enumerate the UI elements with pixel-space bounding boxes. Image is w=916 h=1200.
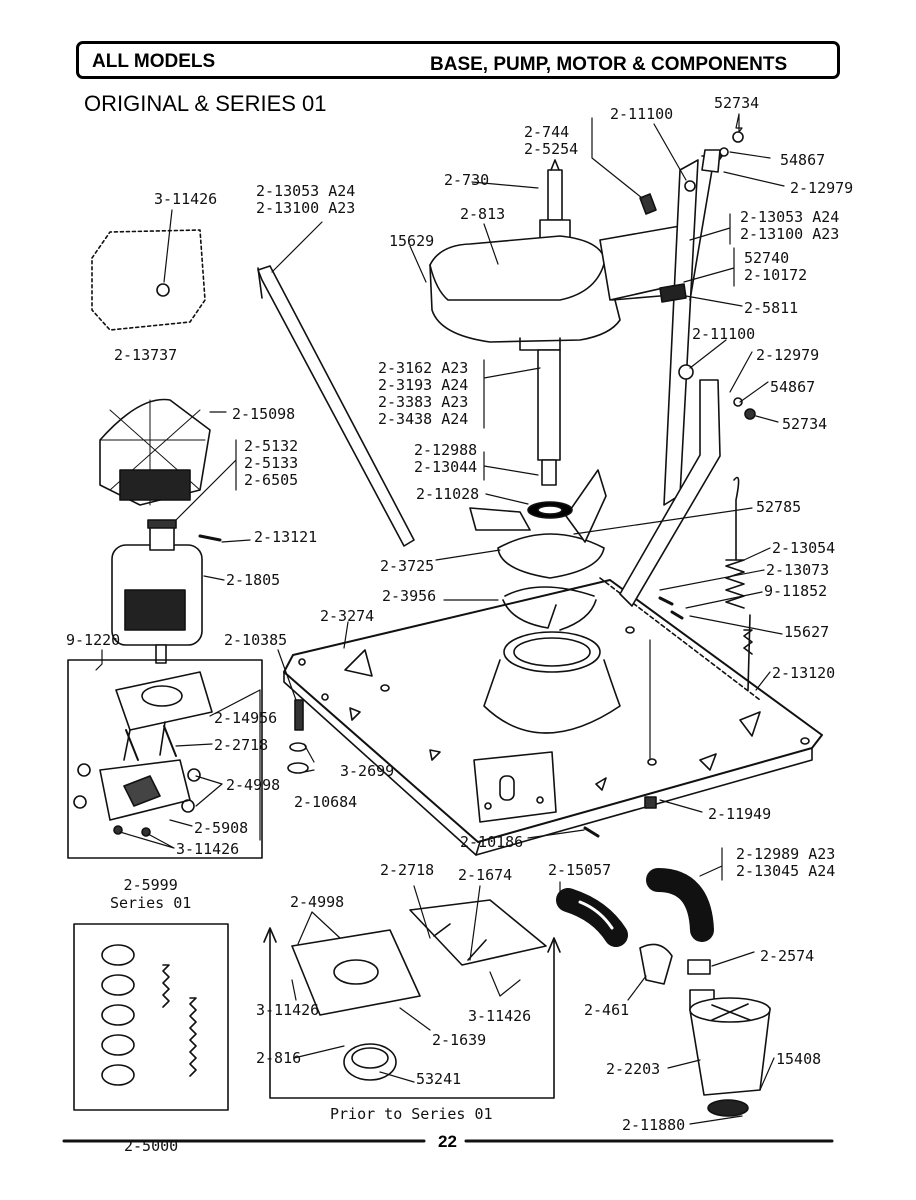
- part-label: 2-1639: [432, 1031, 487, 1049]
- base-plate: [283, 577, 823, 856]
- part-label: 2-816: [256, 1049, 302, 1067]
- part-label: 2-10385: [224, 631, 288, 649]
- part-label: 2-461: [584, 1001, 630, 1019]
- part-label: 15627: [784, 623, 830, 641]
- part-label: 2-2203: [606, 1060, 661, 1078]
- kit-box: [73, 923, 229, 1111]
- header-box: [76, 41, 840, 79]
- part-label: 2-4998: [290, 893, 345, 911]
- part-label: 53241: [416, 1070, 462, 1088]
- part-label: 2-12988 2-13044: [414, 441, 478, 476]
- part-label: 2-13053 A24 2-13100 A23: [256, 182, 356, 217]
- part-label: 2-11949: [708, 805, 772, 823]
- part-label: 3-11426: [468, 1007, 532, 1025]
- part-label: 54867: [780, 151, 826, 169]
- part-label: 52785: [756, 498, 802, 516]
- part-label: 3-11426: [176, 840, 240, 858]
- part-label: 3-2699: [340, 762, 395, 780]
- part-label: 3-11426: [154, 190, 218, 208]
- motor-cover: [91, 229, 206, 331]
- part-label: 3-11426: [256, 1001, 320, 1019]
- part-label: 2-12979: [756, 346, 820, 364]
- part-label: 2-2718: [380, 861, 435, 879]
- brake-assembly: [469, 469, 607, 579]
- part-label: 2-4998: [226, 776, 281, 794]
- caption-prior-series: Prior to Series 01: [330, 1105, 493, 1123]
- part-label: 2-12989 A23 2-13045 A24: [736, 845, 836, 880]
- caption-kit: 2-5000: [124, 1137, 179, 1155]
- page-number: 22: [438, 1132, 457, 1151]
- header-models: ALL MODELS: [92, 51, 216, 72]
- part-label: 2-13053 A24 2-13100 A23: [740, 208, 840, 243]
- subtitle: ORIGINAL & SERIES 01: [84, 91, 327, 116]
- part-label: 52734: [782, 415, 828, 433]
- part-label: 2-730: [444, 171, 490, 189]
- part-label: 54867: [770, 378, 816, 396]
- part-label: 2-744 2-5254: [524, 123, 579, 158]
- part-label: 52734: [714, 94, 760, 112]
- part-label: 2-5811: [744, 299, 799, 317]
- transmission: [429, 159, 691, 486]
- motor-shield: [99, 398, 211, 506]
- part-label: 2-13737: [114, 346, 178, 364]
- part-label: 9-11852: [764, 582, 828, 600]
- part-label: 2-15098: [232, 405, 296, 423]
- part-label: 2-1805: [226, 571, 281, 589]
- part-label: 2-11880: [622, 1116, 686, 1134]
- hoses: [556, 868, 714, 947]
- part-label: 2-2574: [760, 947, 815, 965]
- part-label: 2-5132 2-5133 2-6505: [244, 437, 299, 489]
- part-label: 2-12979: [790, 179, 854, 197]
- part-label: 2-3162 A23 2-3193 A24 2-3383 A23 2-3438 …: [378, 359, 469, 428]
- part-label: 2-13073: [766, 561, 830, 579]
- leader-lines: [95, 113, 785, 1125]
- part-label: 2-13120: [772, 664, 836, 682]
- hardware: [113, 131, 756, 838]
- part-label: 2-813: [460, 205, 506, 223]
- part-label: 2-11100: [610, 105, 674, 123]
- pump: [639, 943, 771, 1117]
- frame-brackets: [257, 155, 723, 607]
- part-label: 2-11100: [692, 325, 756, 343]
- part-label: 2-14956: [214, 709, 278, 727]
- seal-ring: [502, 586, 597, 631]
- base-cone: [483, 631, 621, 734]
- part-label: 9-1220: [66, 631, 121, 649]
- part-label: 2-2718: [214, 736, 269, 754]
- part-label: 2-3274: [320, 607, 375, 625]
- part-label: 2-13121: [254, 528, 318, 546]
- motor-mount-box: [67, 659, 263, 859]
- part-label: 2-10684: [294, 793, 358, 811]
- part-label: 2-13054: [772, 539, 836, 557]
- part-label: 2-3956: [382, 587, 437, 605]
- part-label: 15408: [776, 1050, 822, 1068]
- part-label: 2-15057: [548, 861, 612, 879]
- header-section-title: BASE, PUMP, MOTOR & COMPONENTS: [430, 54, 788, 75]
- part-label: 2-3725: [380, 557, 435, 575]
- prior-series-box: [263, 899, 561, 1099]
- part-label: 52740 2-10172: [744, 249, 808, 284]
- part-label: 15629: [389, 232, 435, 250]
- part-label: 2-1674: [458, 866, 513, 884]
- part-label: 2-11028: [416, 485, 480, 503]
- caption-series01: 2-5999 Series 01: [110, 876, 192, 912]
- part-label: 2-5908: [194, 819, 249, 837]
- part-label: 2-10186: [460, 833, 524, 851]
- motor: [111, 519, 203, 664]
